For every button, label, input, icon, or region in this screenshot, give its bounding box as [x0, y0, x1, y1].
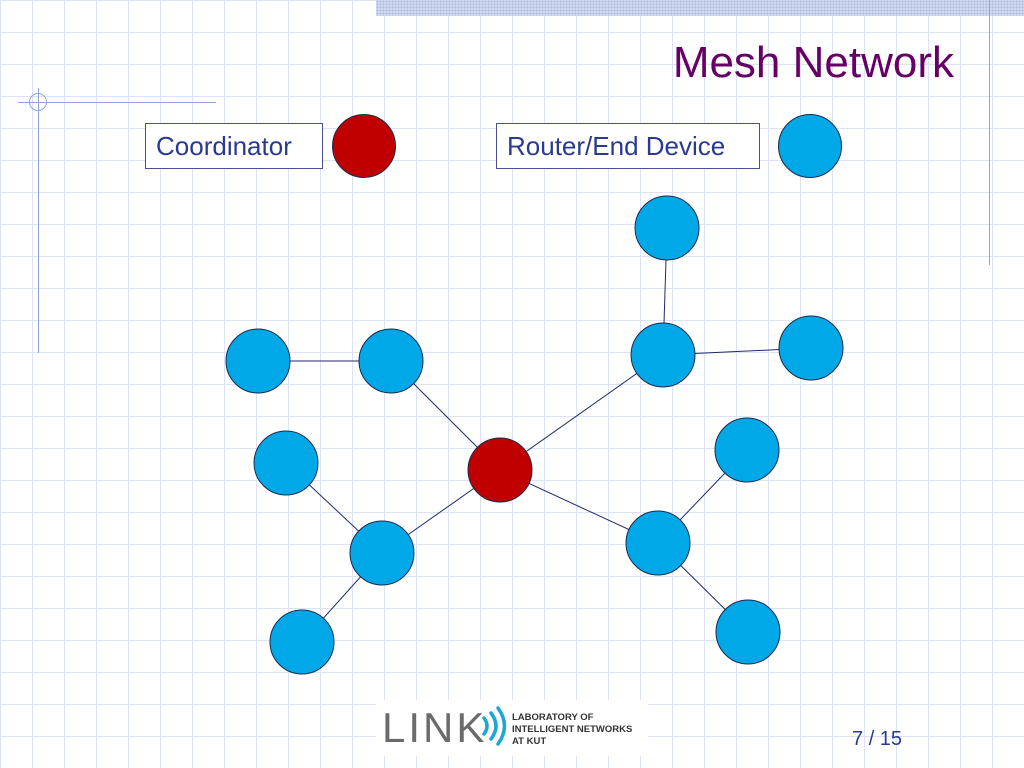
- logo-line-2: INTELLIGENT NETWORKS: [512, 724, 633, 735]
- logo-line-3: AT KUT: [512, 736, 547, 747]
- page-total: / 15: [868, 728, 903, 750]
- router-node-r11: [715, 599, 781, 665]
- logo-subtitle: LABORATORY OF INTELLIGENT NETWORKS AT KU…: [512, 712, 632, 748]
- router-node-r4: [349, 520, 415, 586]
- router-node-r2: [358, 328, 424, 394]
- left-decor-circle: [29, 93, 47, 111]
- right-decor-line: [989, 0, 990, 265]
- top-decor-band: [376, 0, 1024, 16]
- page-current: 7: [852, 728, 864, 750]
- logo-line-1: LABORATORY OF: [512, 712, 594, 723]
- coordinator-node-c: [467, 437, 533, 503]
- signal-waves-icon: [482, 706, 507, 746]
- legend-coordinator-label: Coordinator: [145, 123, 323, 169]
- page-number: 7 / 15: [852, 728, 902, 751]
- router-node-r6: [630, 322, 696, 388]
- node-layer: [225, 195, 844, 675]
- router-node-r3: [253, 430, 319, 496]
- link-logo: LINK LABORATORY OF INTELLIGENT NETWORKS …: [376, 700, 648, 756]
- router-node-r1: [225, 328, 291, 394]
- router-node-r10: [714, 417, 780, 483]
- logo-word: LINK: [382, 704, 488, 751]
- left-decor-hline: [18, 102, 216, 103]
- router-node-r5: [269, 609, 335, 675]
- router-node-r8: [778, 315, 844, 381]
- router-node-r7: [634, 195, 700, 261]
- router-node-r9: [625, 510, 691, 576]
- legend-coordinator-dot: [332, 114, 396, 178]
- legend-router-label: Router/End Device: [496, 123, 760, 169]
- left-decor-vline: [38, 88, 39, 353]
- edge-c-r6: [499, 354, 664, 471]
- legend-router-dot: [778, 114, 842, 178]
- slide-title: Mesh Network: [672, 38, 954, 87]
